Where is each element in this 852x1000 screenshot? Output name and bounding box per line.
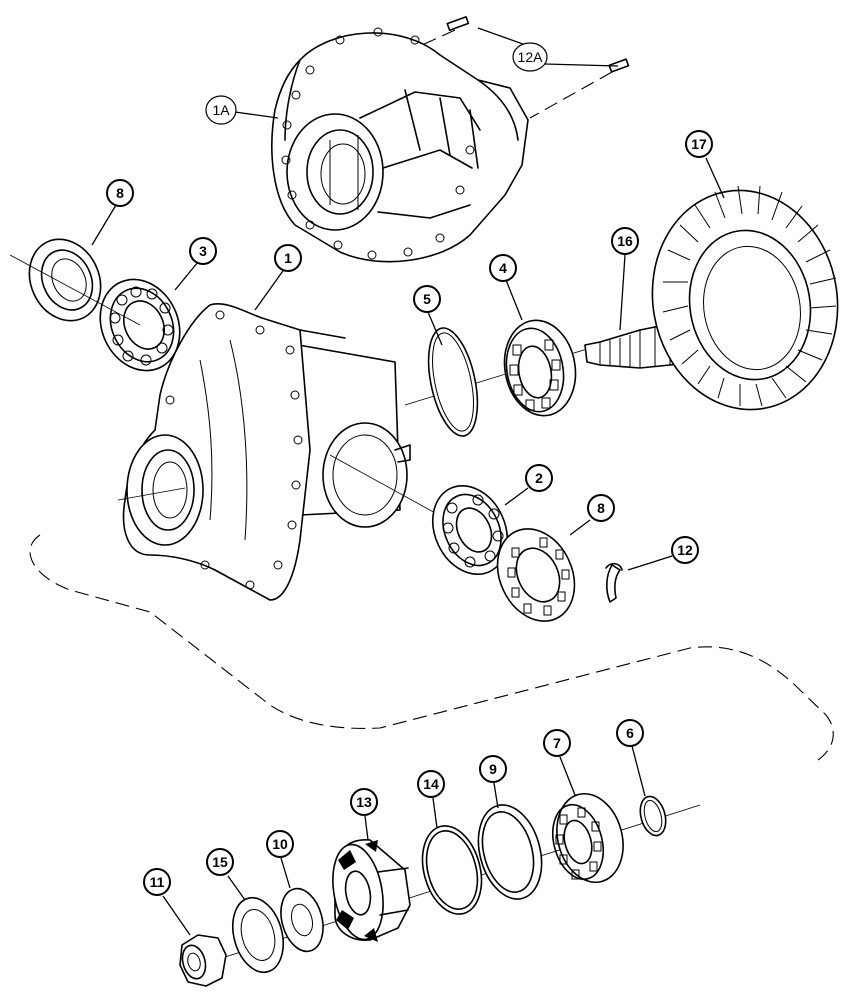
callout-14: 14 (417, 770, 445, 798)
callout-10-label: 10 (272, 836, 288, 852)
callout-8-lower-label: 8 (597, 500, 605, 516)
part-12-cotter-pin (605, 562, 623, 603)
assembly-group-outline (29, 534, 834, 761)
callout-6-label: 6 (626, 725, 634, 741)
part-14-shim (421, 825, 483, 915)
callout-11-label: 11 (150, 874, 165, 890)
callout-9: 9 (479, 755, 507, 783)
callout-5: 5 (413, 285, 441, 313)
callout-13: 13 (350, 788, 378, 816)
part-1-housing (122, 303, 411, 601)
part-15-seal-washer (232, 896, 284, 974)
part-7-bearing (552, 792, 624, 884)
callout-2: 2 (525, 464, 553, 492)
callout-5-label: 5 (423, 291, 431, 307)
callout-1: 1 (274, 244, 302, 272)
axis-line-housing (117, 487, 186, 501)
callout-2-label: 2 (535, 470, 543, 486)
part-5-snap-ring (427, 327, 479, 437)
callout-1A-label: 1A (212, 102, 230, 118)
part-6-snap-ring (639, 795, 667, 837)
callout-17-label: 17 (691, 136, 707, 152)
callout-8-lower: 8 (587, 494, 615, 522)
callout-1A: 1A (205, 95, 237, 125)
callout-4-label: 4 (499, 260, 507, 276)
callout-11: 11 (143, 868, 171, 896)
callout-12A: 12A (512, 42, 548, 72)
callout-16: 16 (611, 227, 639, 255)
part-1A-carrier-housing (271, 27, 529, 263)
callout-12A-label: 12A (518, 49, 544, 65)
leader-lines (91, 27, 725, 936)
callout-12-label: 12 (677, 542, 693, 558)
part-9-bearing-cup (477, 804, 543, 900)
part-4-bearing (503, 319, 577, 417)
callout-10: 10 (266, 830, 294, 858)
part-17-ring-gear (651, 185, 839, 411)
part-13-flange (332, 839, 411, 942)
callout-7-label: 7 (553, 735, 561, 751)
callout-6: 6 (616, 719, 644, 747)
callout-7: 7 (543, 729, 571, 757)
part-11-nut (179, 934, 227, 987)
callout-16-label: 16 (617, 233, 633, 249)
part-8-seal (28, 238, 102, 322)
callout-1-label: 1 (284, 250, 292, 266)
callout-3: 3 (189, 237, 217, 265)
callout-12: 12 (671, 536, 699, 564)
callout-4: 4 (489, 254, 517, 282)
callout-8-upper-label: 8 (116, 185, 124, 201)
callout-15: 15 (206, 848, 234, 876)
callout-17: 17 (685, 130, 713, 158)
callout-8-upper: 8 (106, 179, 134, 207)
callout-14-label: 14 (423, 776, 439, 792)
part-2-bearing (431, 484, 509, 576)
part-12A-roll-pins (419, 16, 630, 119)
callout-13-label: 13 (356, 794, 372, 810)
callout-15-label: 15 (212, 854, 228, 870)
axis-line-upper (9, 254, 141, 326)
callout-3-label: 3 (199, 243, 207, 259)
part-8-thrust-washer (496, 528, 576, 622)
callout-9-label: 9 (489, 761, 497, 777)
part-10-washer (280, 887, 324, 953)
